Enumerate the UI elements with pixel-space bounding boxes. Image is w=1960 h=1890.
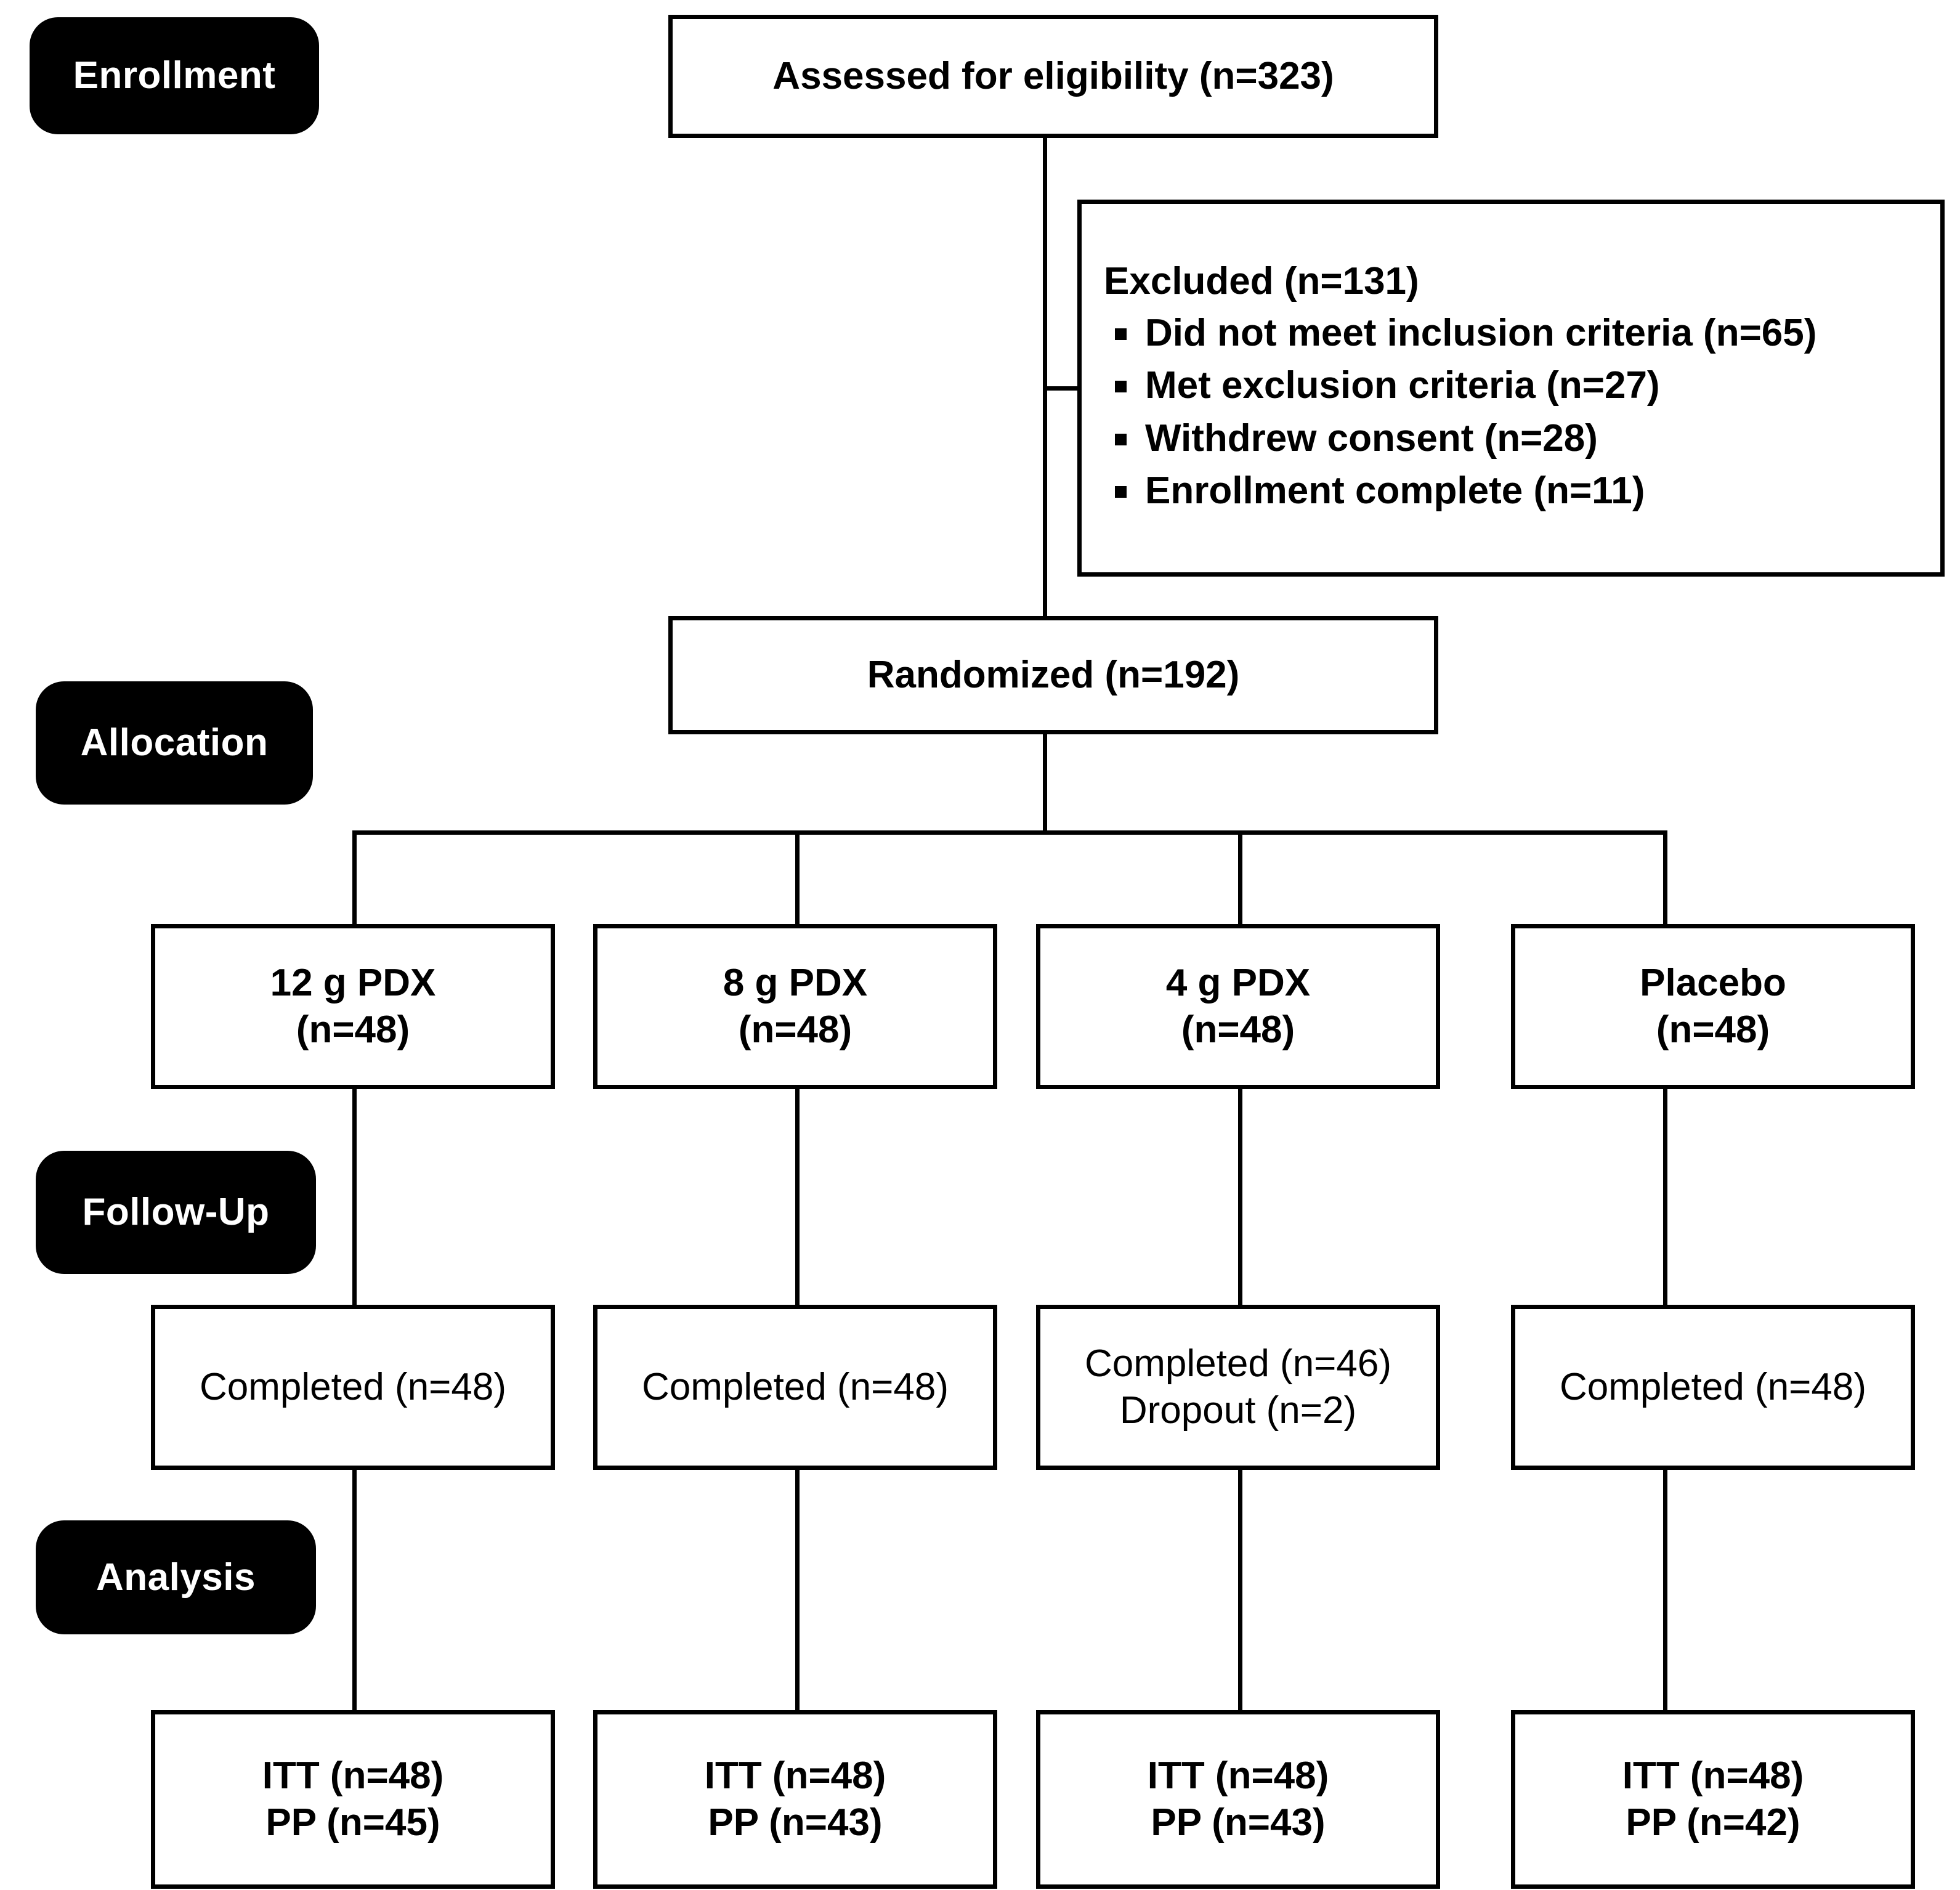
followup-completed: Completed (n=46) <box>1085 1342 1391 1385</box>
bullet-square-icon <box>1115 433 1127 445</box>
connector-allocation-split-bar <box>352 830 1663 835</box>
box-analysis-group-4: ITT (n=48) PP (n=42) <box>1511 1710 1915 1889</box>
box-followup-group-3: Completed (n=46) Dropout (n=2) <box>1036 1305 1440 1470</box>
box-randomized: Randomized (n=192) <box>668 616 1438 734</box>
excluded-reason-text: Enrollment complete (n=11) <box>1145 469 1645 512</box>
box-followup-group-2: Completed (n=48) <box>593 1305 997 1470</box>
connector-alloc-to-followup-1 <box>352 1089 357 1305</box>
box-analysis-group-1: ITT (n=48) PP (n=45) <box>151 1710 555 1889</box>
followup-completed: Completed (n=48) <box>200 1366 506 1409</box>
box-excluded: Excluded (n=131) Did not meet inclusion … <box>1077 200 1945 577</box>
stage-label-followup: Follow-Up <box>82 1191 270 1233</box>
analysis-pp: PP (n=43) <box>1151 1801 1326 1844</box>
connector-followup-to-analysis-3 <box>1238 1470 1242 1710</box>
stage-badge-followup: Follow-Up <box>36 1151 316 1274</box>
excluded-reason-text: Did not meet inclusion criteria (n=65) <box>1145 311 1817 354</box>
box-allocation-group-2: 8 g PDX (n=48) <box>593 924 997 1089</box>
excluded-reason-item: Met exclusion criteria (n=27) <box>1104 364 1816 407</box>
excluded-reason-list: Did not meet inclusion criteria (n=65) M… <box>1104 312 1816 522</box>
box-allocation-group-1: 12 g PDX (n=48) <box>151 924 555 1089</box>
assessed-text: Assessed for eligibility (n=323) <box>772 55 1334 98</box>
box-assessed-for-eligibility: Assessed for eligibility (n=323) <box>668 15 1438 138</box>
stage-badge-allocation: Allocation <box>36 681 313 805</box>
connector-alloc-to-followup-3 <box>1238 1089 1242 1305</box>
connector-followup-to-analysis-4 <box>1663 1470 1667 1710</box>
bullet-square-icon <box>1115 381 1127 393</box>
connector-allocation-drop-2 <box>795 830 800 924</box>
stage-label-enrollment: Enrollment <box>73 54 276 97</box>
stage-badge-analysis: Analysis <box>36 1520 316 1634</box>
connector-randomized-down <box>1043 734 1047 830</box>
connector-alloc-to-followup-4 <box>1663 1089 1667 1305</box>
analysis-pp: PP (n=45) <box>265 1801 440 1844</box>
connector-allocation-drop-3 <box>1238 830 1242 924</box>
connector-alloc-to-followup-2 <box>795 1089 800 1305</box>
excluded-reason-item: Did not meet inclusion criteria (n=65) <box>1104 312 1816 354</box>
connector-allocation-drop-1 <box>352 830 357 924</box>
box-followup-group-1: Completed (n=48) <box>151 1305 555 1470</box>
allocation-group-name: 8 g PDX <box>723 962 868 1005</box>
box-analysis-group-2: ITT (n=48) PP (n=43) <box>593 1710 997 1889</box>
followup-completed: Completed (n=48) <box>1560 1366 1866 1409</box>
connector-followup-to-analysis-1 <box>352 1470 357 1710</box>
followup-dropout: Dropout (n=2) <box>1119 1389 1357 1432</box>
analysis-itt: ITT (n=48) <box>1622 1754 1804 1798</box>
analysis-itt: ITT (n=48) <box>704 1754 886 1798</box>
bullet-square-icon <box>1115 328 1127 340</box>
allocation-group-n: (n=48) <box>1656 1008 1770 1051</box>
connector-followup-to-analysis-2 <box>795 1470 800 1710</box>
connector-assessed-down <box>1043 137 1047 617</box>
bullet-square-icon <box>1115 485 1127 498</box>
excluded-reason-text: Met exclusion criteria (n=27) <box>1145 364 1660 407</box>
excluded-reason-item: Withdrew consent (n=28) <box>1104 417 1816 460</box>
analysis-pp: PP (n=43) <box>708 1801 883 1844</box>
connector-to-excluded <box>1043 386 1080 391</box>
stage-badge-enrollment: Enrollment <box>30 17 319 134</box>
stage-label-allocation: Allocation <box>80 721 269 764</box>
excluded-title: Excluded (n=131) <box>1104 259 1419 302</box>
box-allocation-group-3: 4 g PDX (n=48) <box>1036 924 1440 1089</box>
box-analysis-group-3: ITT (n=48) PP (n=43) <box>1036 1710 1440 1889</box>
stage-label-analysis: Analysis <box>95 1555 256 1599</box>
allocation-group-name: 4 g PDX <box>1165 962 1311 1005</box>
followup-completed: Completed (n=48) <box>642 1366 949 1409</box>
allocation-group-n: (n=48) <box>738 1008 852 1051</box>
analysis-itt: ITT (n=48) <box>1147 1754 1329 1798</box>
connector-allocation-drop-4 <box>1663 830 1667 924</box>
allocation-group-name: Placebo <box>1640 962 1786 1005</box>
randomized-text: Randomized (n=192) <box>867 654 1240 697</box>
allocation-group-n: (n=48) <box>1181 1008 1295 1051</box>
analysis-pp: PP (n=42) <box>1626 1801 1800 1844</box>
box-followup-group-4: Completed (n=48) <box>1511 1305 1915 1470</box>
box-allocation-group-4: Placebo (n=48) <box>1511 924 1915 1089</box>
excluded-reason-item: Enrollment complete (n=11) <box>1104 469 1816 512</box>
allocation-group-n: (n=48) <box>296 1008 410 1051</box>
allocation-group-name: 12 g PDX <box>270 962 436 1005</box>
excluded-reason-text: Withdrew consent (n=28) <box>1145 416 1598 460</box>
analysis-itt: ITT (n=48) <box>262 1754 444 1798</box>
